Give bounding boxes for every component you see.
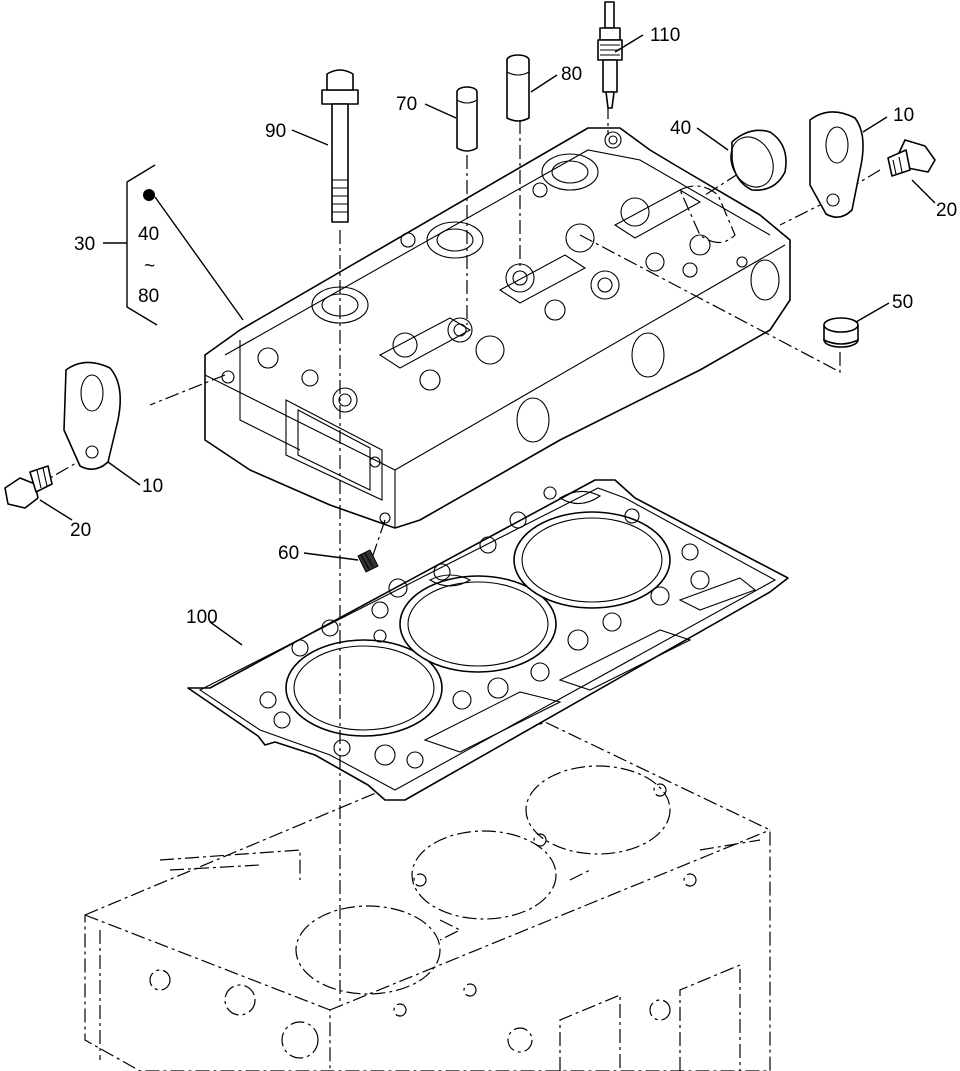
label-10-left: 10 — [142, 476, 163, 497]
core-plug-50 — [823, 317, 859, 348]
head-bolt — [321, 69, 359, 223]
label-60: 60 — [278, 543, 299, 564]
label-90: 90 — [265, 121, 286, 142]
valve-guide-70 — [456, 86, 478, 152]
label-110: 110 — [650, 25, 680, 46]
bullet-dot — [143, 189, 155, 201]
label-30: 30 — [74, 234, 95, 255]
label-range-separator: ~ — [144, 256, 155, 277]
callout-labels: 110 80 70 90 40 10 20 30 40 ~ 80 50 10 2… — [70, 25, 957, 628]
label-80-range: 80 — [138, 286, 159, 307]
bolt-right — [887, 139, 936, 177]
label-20-right: 20 — [936, 200, 957, 221]
cylinder-head — [204, 127, 791, 529]
dowel-pin — [357, 549, 379, 573]
label-70: 70 — [396, 94, 417, 115]
label-80-valve-guide: 80 — [561, 64, 582, 85]
label-40-plug: 40 — [670, 118, 691, 139]
leader-lines — [39, 34, 936, 646]
lift-bracket-left — [63, 361, 121, 470]
label-20-left: 20 — [70, 520, 91, 541]
label-50: 50 — [892, 292, 913, 313]
range-bracket — [103, 164, 158, 326]
valve-guide-80 — [506, 54, 530, 122]
glow-plug — [597, 1, 623, 109]
label-100: 100 — [186, 607, 218, 628]
lift-bracket-right — [809, 111, 864, 218]
core-plug-40 — [730, 129, 787, 191]
alignment-lines — [49, 105, 881, 1005]
engine-block-phantom — [84, 721, 771, 1071]
bolt-left — [4, 465, 53, 509]
label-10-right: 10 — [893, 105, 914, 126]
label-40-range: 40 — [138, 224, 159, 245]
head-gasket — [187, 479, 789, 801]
